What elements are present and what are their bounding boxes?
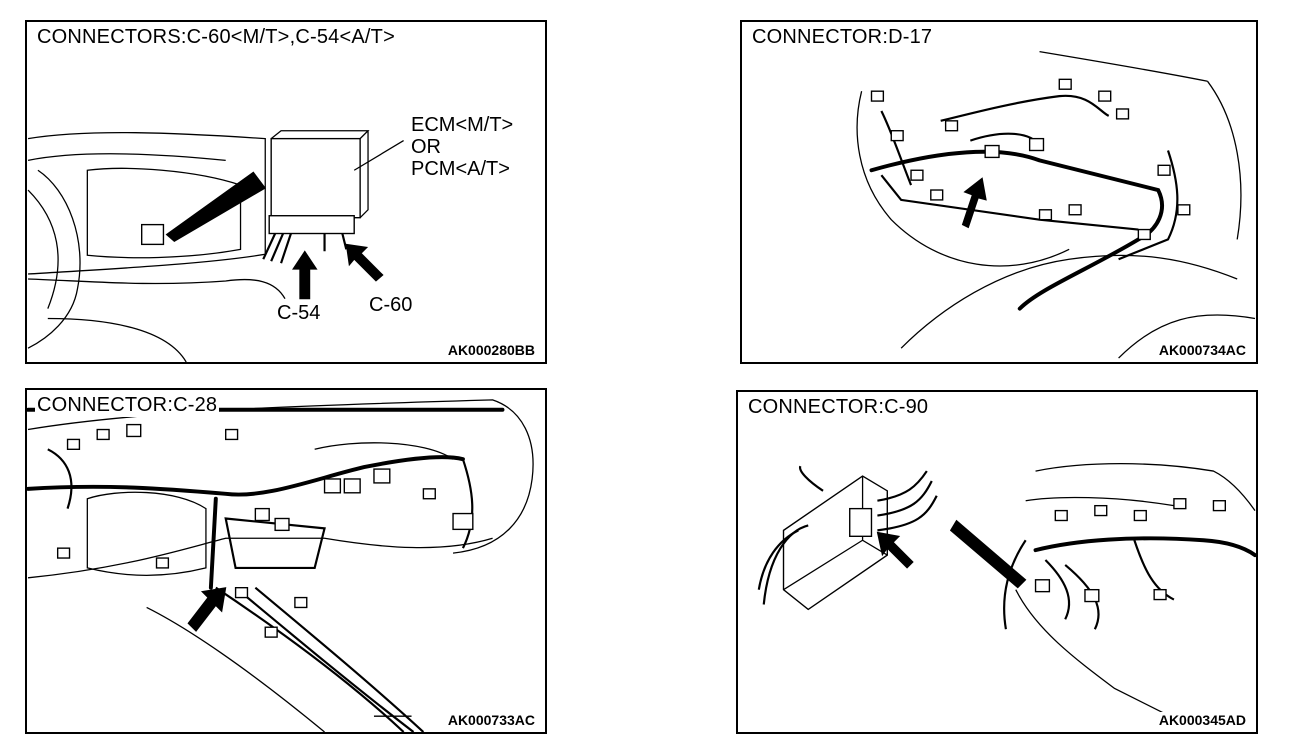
panel-connector-d17: CONNECTOR:D-17 AK000734AC — [740, 20, 1258, 364]
connector-closeup-illustration — [757, 463, 1256, 719]
or-label: OR — [411, 136, 441, 158]
panel-connector-c28: CONNECTOR:C-28 AK000733AC — [25, 388, 547, 734]
figure-code: AK000734AC — [1156, 342, 1248, 358]
panel-title: CONNECTOR:C-28 — [35, 394, 220, 417]
panel-title: CONNECTOR:D-17 — [750, 26, 935, 49]
c54-label: C-54 — [277, 302, 321, 324]
engine-harness-illustration — [856, 51, 1256, 359]
ecm-label: ECM<M/T> — [411, 114, 514, 136]
panel-connectors-c60-c54: CONNECTORS:C-60<M/T>,C-54<A/T> ECM<M/T> … — [25, 20, 547, 364]
c60-label: C-60 — [369, 294, 413, 316]
panel-title: CONNECTOR:C-90 — [746, 396, 931, 419]
panel-connector-c90: CONNECTOR:C-90 AK000345AD — [736, 390, 1258, 734]
figure-code: AK000280BB — [445, 342, 537, 358]
pcm-label: PCM<A/T> — [411, 158, 510, 180]
figure-code: AK000733AC — [445, 712, 537, 728]
panel-title: CONNECTORS:C-60<M/T>,C-54<A/T> — [35, 26, 397, 49]
ecm-pcm-location-illustration — [27, 130, 404, 362]
figure-code: AK000345AD — [1156, 712, 1248, 728]
dash-harness-illustration — [27, 399, 534, 732]
